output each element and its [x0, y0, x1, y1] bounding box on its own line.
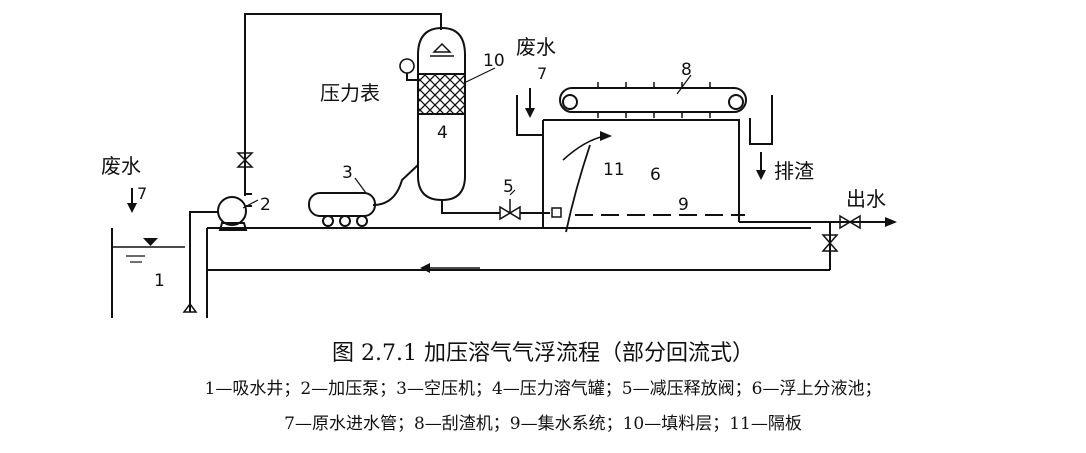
air-compressor: [308, 164, 419, 227]
label-7-right: 7: [537, 64, 547, 83]
outlet-valve: [839, 214, 897, 230]
recycle-piping: [207, 221, 895, 273]
baffle: [565, 144, 591, 233]
label-7-left: 7: [137, 184, 147, 203]
label-waste-water-right: 废水: [516, 35, 556, 59]
pressure-pump: [217, 193, 252, 231]
packing-layer: [417, 73, 466, 115]
label-11: 11: [603, 160, 625, 180]
flow-diagram: 废水 7 1 2 3 4 压力表 10 5 废水 7 8 11 6 9 排渣 出…: [101, 13, 897, 318]
label-9: 9: [678, 195, 689, 215]
pump-discharge-valve: [236, 152, 254, 168]
label-2: 2: [260, 195, 271, 215]
label-1: 1: [154, 271, 165, 291]
pressure-gauge: [399, 58, 418, 81]
legend-line-2: 7—原水进水管；8—刮渣机；9—集水系统；10—填料层；11—隔板: [284, 414, 802, 434]
label-outlet-water: 出水: [846, 187, 886, 211]
scum-scraper: [559, 74, 747, 118]
figure-title: 图 2.7.1 加压溶气气浮流程（部分回流式）: [332, 341, 754, 366]
label-8: 8: [681, 60, 692, 80]
suction-well: [111, 228, 208, 318]
label-pressure-gauge: 压力表: [320, 81, 380, 105]
scum-trough: [749, 95, 773, 180]
label-waste-water-left: 废水: [101, 154, 141, 178]
raw-water-inlet-left: [127, 188, 137, 213]
suction-pipe: [182, 211, 218, 313]
label-6: 6: [650, 165, 661, 185]
pump-discharge-pipe: [244, 13, 442, 196]
dissolved-air-tank: [417, 26, 466, 202]
flotation-tank: [542, 119, 745, 233]
label-3: 3: [342, 163, 353, 183]
label-4: 4: [437, 123, 448, 143]
label-10: 10: [483, 51, 505, 71]
legend-line-1: 1—吸水井；2—加压泵；3—空压机；4—压力溶气罐；5—减压释放阀；6—浮上分液…: [204, 379, 882, 399]
recycle-valve: [821, 234, 839, 252]
label-5: 5: [503, 177, 514, 197]
raw-water-inlet-right: [516, 88, 543, 136]
release-valve: [499, 199, 562, 221]
tank-outlet-pipe: [441, 200, 550, 214]
label-scum-discharge: 排渣: [774, 159, 814, 183]
